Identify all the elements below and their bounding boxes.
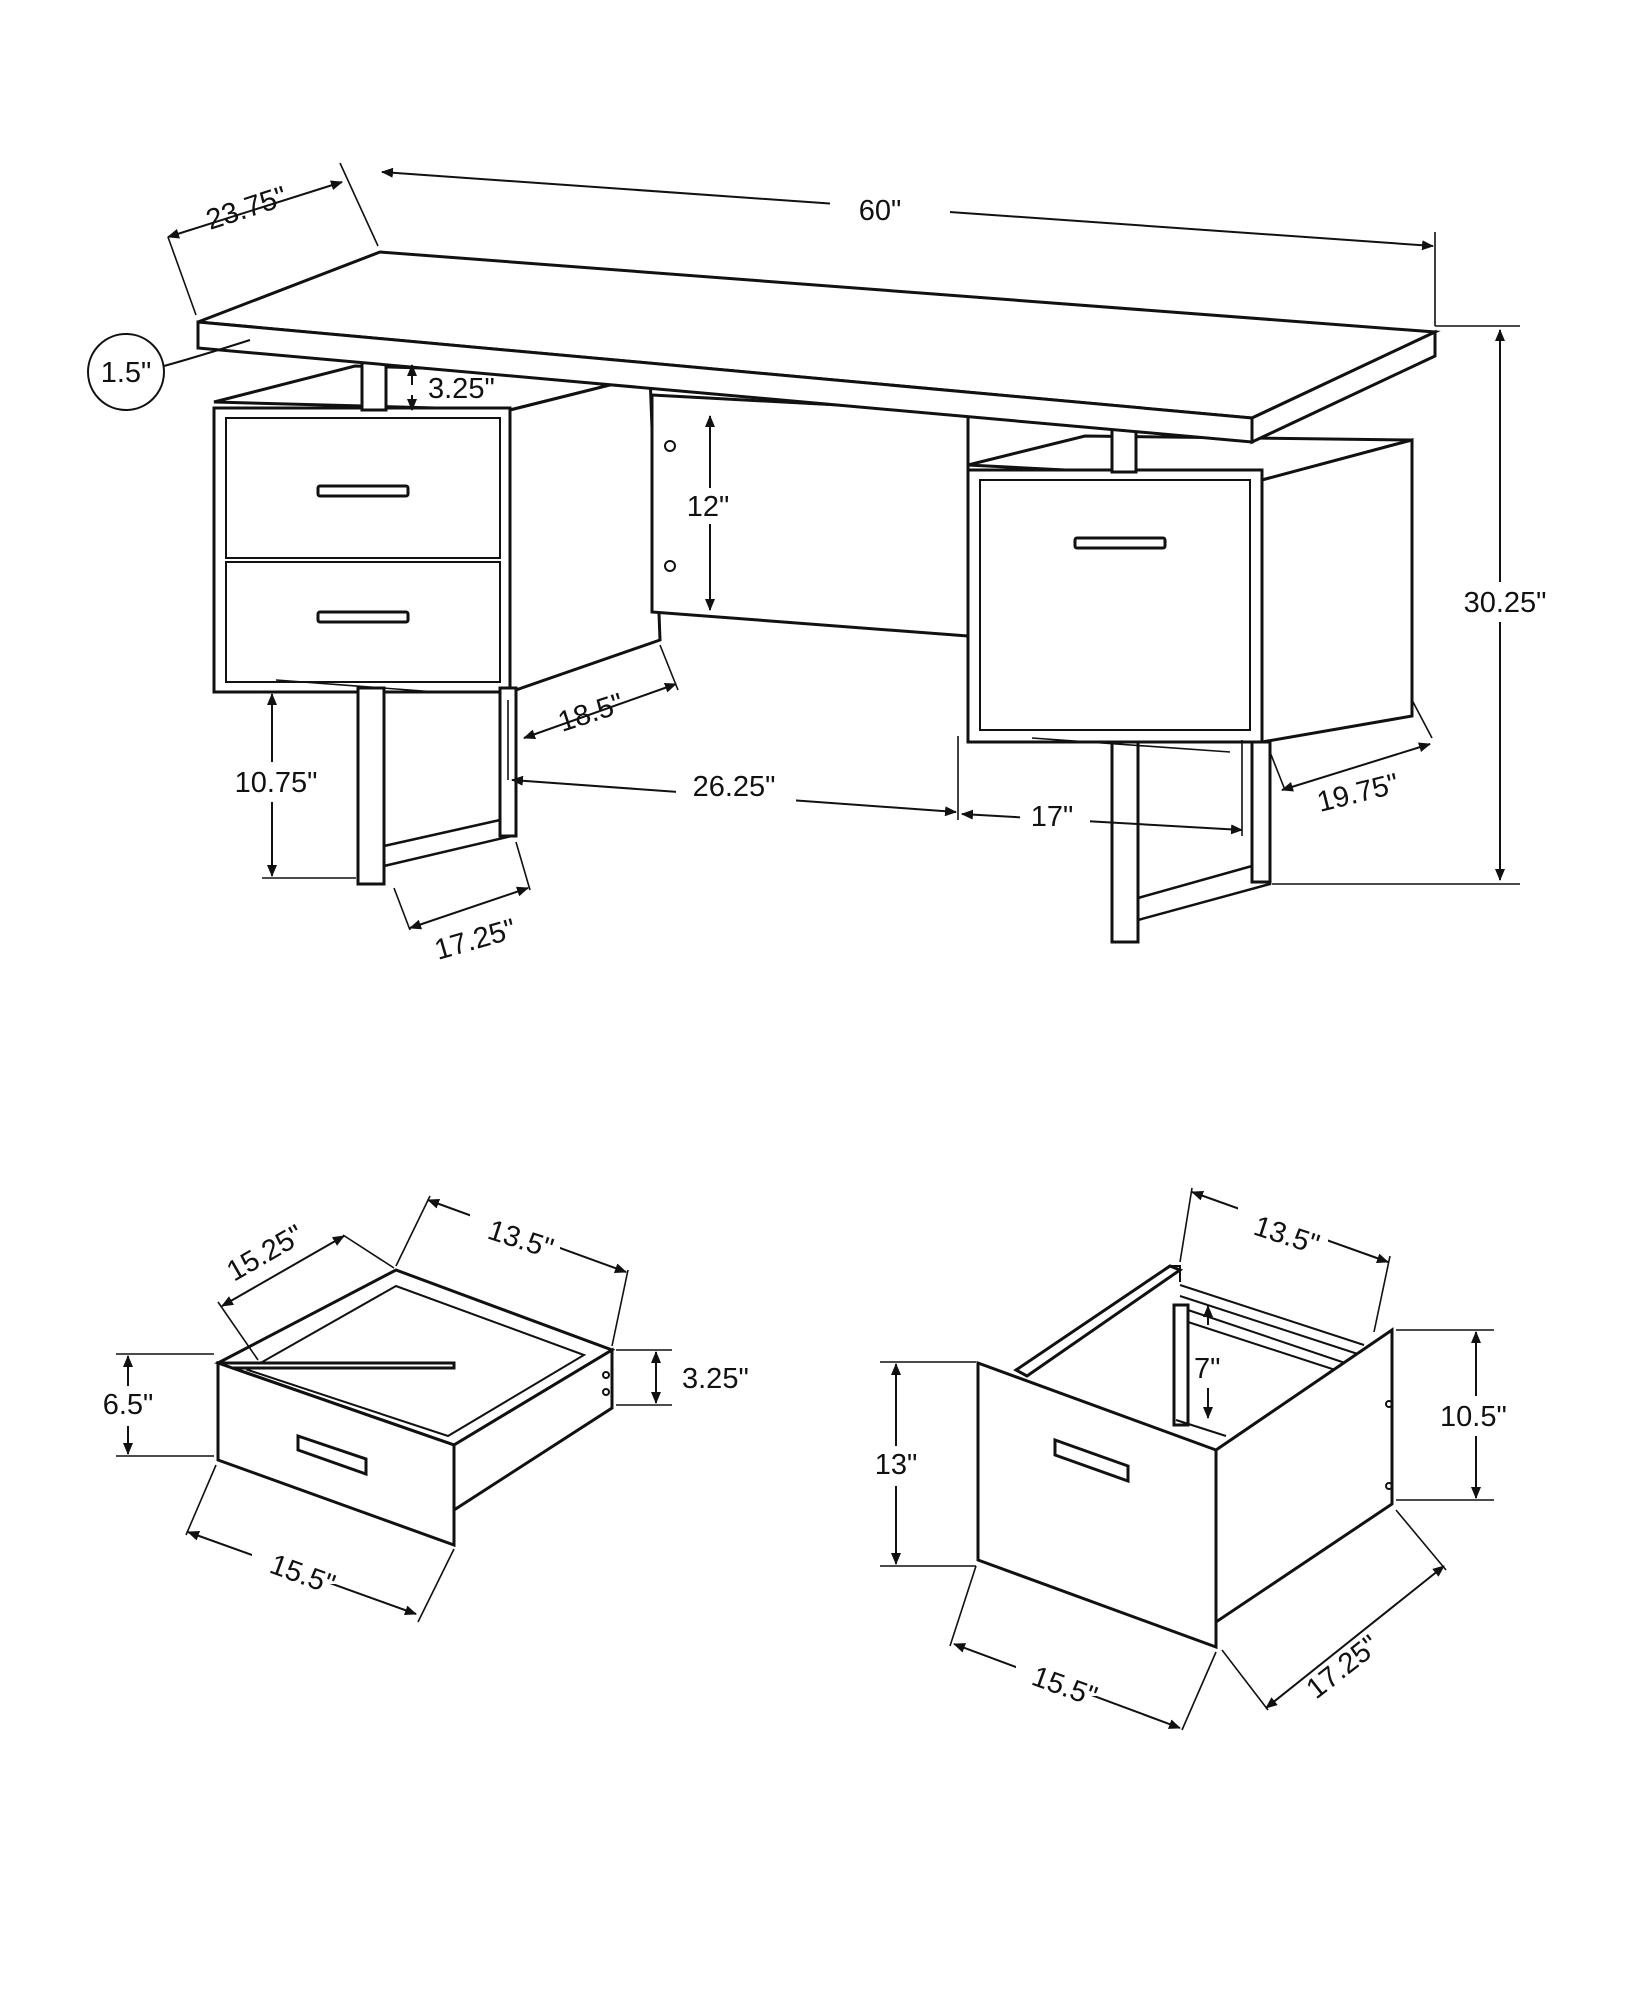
total-height-label: 30.25" — [1464, 587, 1547, 619]
leg-height-label: 10.75" — [235, 767, 318, 799]
drawer-handle — [1053, 1437, 1130, 1484]
desk-depth-label: 23.75" — [202, 181, 291, 237]
drawer-handle — [316, 484, 410, 498]
callout-circle — [87, 333, 165, 411]
left-cabinet-depth-label: 18.5" — [554, 688, 627, 739]
left-leg-depth-label: 17.25" — [431, 913, 519, 967]
file-drawer-front-height-label: 13" — [875, 1449, 918, 1481]
drawer-handle — [296, 1433, 368, 1477]
right-pedestal-width-label: 17" — [1031, 801, 1074, 833]
file-drawer-rail-height-label: 7" — [1194, 1353, 1220, 1385]
file-drawer-depth-label: 17.25" — [1301, 1629, 1386, 1705]
modesty-panel-height-label: 12" — [687, 491, 730, 523]
desk-top — [196, 250, 1441, 445]
drawer-handle — [316, 610, 410, 624]
small-drawer-side-height-label: 3.25" — [682, 1363, 749, 1395]
top-thickness-label: 1.5" — [101, 357, 152, 389]
drawer-handle — [1073, 536, 1167, 550]
desk-assembly — [196, 250, 1441, 944]
knee-space-width-label: 26.25" — [693, 771, 776, 803]
file-drawer — [976, 1264, 1394, 1650]
left-leg-frame — [275, 679, 518, 886]
desk-width-label: 60" — [859, 195, 902, 227]
small-drawer-depth-label: 15.25" — [222, 1219, 310, 1288]
small-drawer — [214, 1268, 616, 1548]
small-drawer-front-height-label: 6.5" — [103, 1389, 154, 1421]
right-cabinet — [966, 434, 1414, 744]
file-drawer-side-height-label: 10.5" — [1440, 1401, 1507, 1433]
left-cabinet — [212, 364, 662, 695]
right-leg-frame — [1031, 737, 1272, 944]
gap-height-label: 3.25" — [428, 373, 495, 405]
